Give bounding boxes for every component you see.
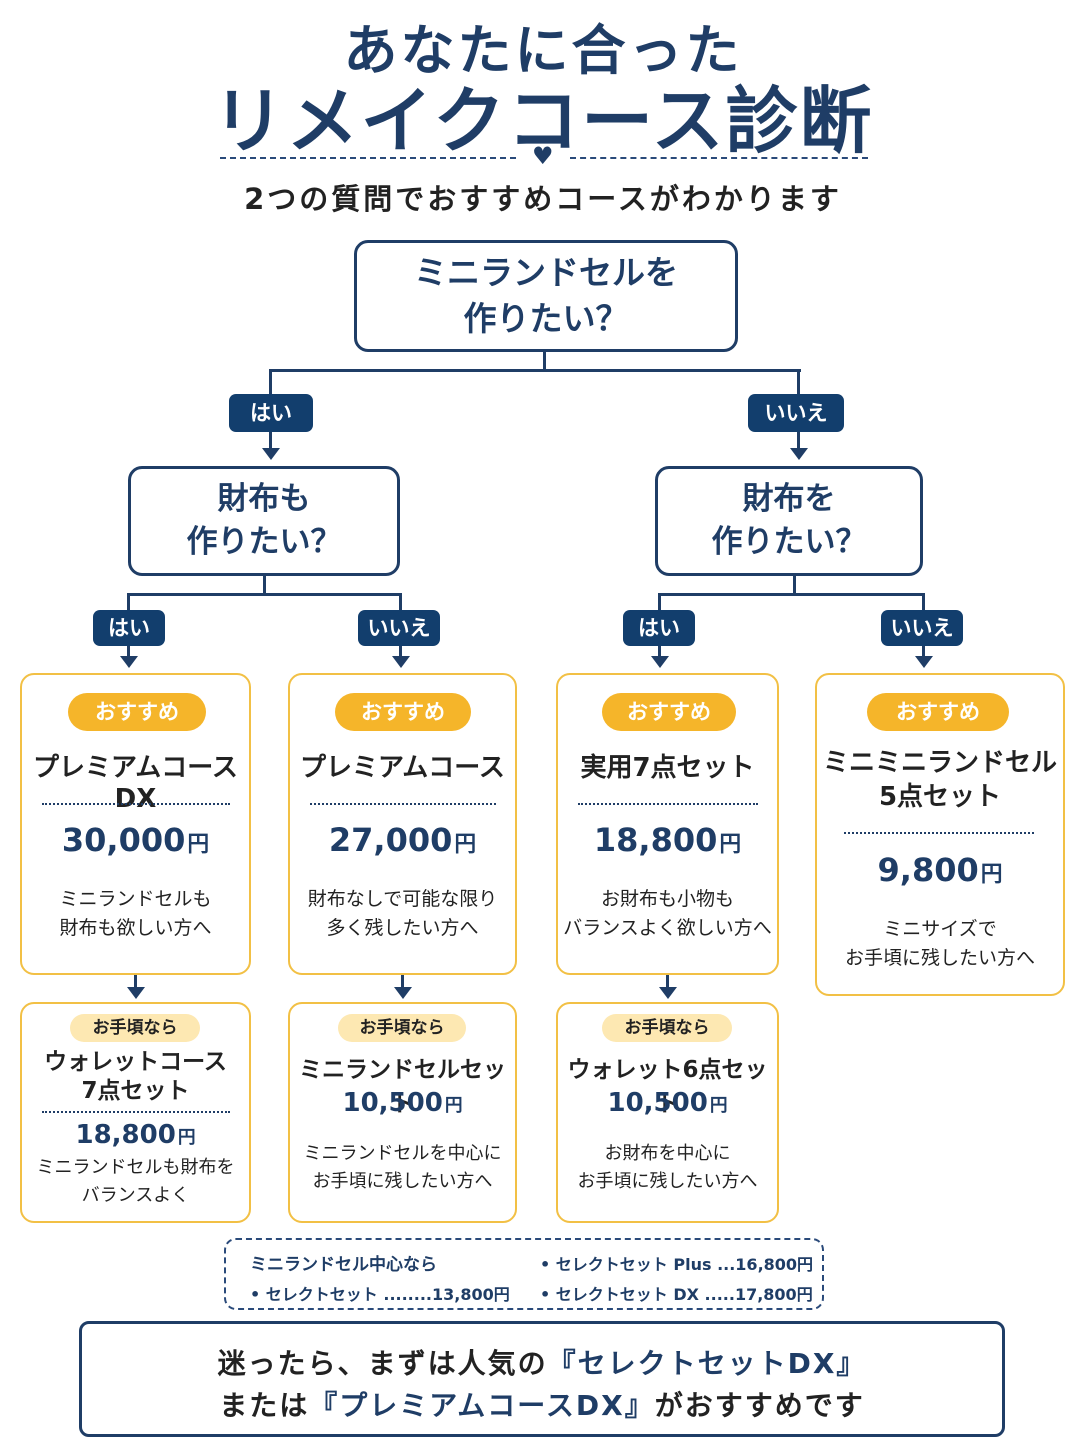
- course-name: ミニランドセルセット: [299, 1057, 506, 1117]
- course-name: 実用7点セット: [580, 753, 755, 783]
- question-2-left-line2: 作りたい？: [186, 524, 342, 560]
- connector: [128, 593, 402, 596]
- recommend-badge: おすすめ: [68, 693, 206, 731]
- course-description: ミニランドセルを中心にお手頃に残したい方へ: [303, 1143, 502, 1192]
- question-2-left-box: 財布も 作りたい？: [128, 466, 400, 576]
- connector: [793, 576, 796, 594]
- course-description: ミニサイズでお手頃に残したい方へ: [844, 918, 1035, 969]
- arrow-icon: [394, 987, 412, 999]
- connector: [666, 975, 669, 989]
- question-2-right-box: 財布を 作りたい？: [655, 466, 923, 576]
- mini-randoseru-info-box: ミニランドセル中心なら • セレクトセット ........13,800円 • …: [224, 1238, 824, 1310]
- no-label: いいえ: [881, 610, 963, 646]
- yes-label: はい: [229, 394, 313, 432]
- info-heading: ミニランドセル中心なら: [250, 1255, 437, 1275]
- course-description: ミニランドセルも財布も欲しい方へ: [59, 888, 212, 939]
- question-1-line1: ミニランドセルを: [414, 253, 678, 293]
- budget-badge: お手頃なら: [602, 1014, 732, 1042]
- course-price: 18,800円: [593, 821, 742, 859]
- question-2-right-line2: 作りたい？: [711, 524, 867, 560]
- arrow-icon: [120, 656, 138, 668]
- page-title: リメイクコース診断: [212, 79, 874, 163]
- yes-label: はい: [93, 610, 165, 646]
- recommended-card: おすすめ 実用7点セット 18,800円 お財布も小物もバランスよく欲しい方へ: [556, 673, 779, 975]
- course-name: プレミアムコースDX: [33, 753, 238, 814]
- course-description: お財布も小物もバランスよく欲しい方へ: [563, 888, 772, 939]
- arrow-icon: [127, 987, 145, 999]
- arrow-icon: [392, 656, 410, 668]
- title-line1: あなたに合った: [343, 19, 743, 82]
- course-description: お財布を中心にお手頃に残したい方へ: [577, 1143, 758, 1192]
- budget-badge: お手頃なら: [338, 1014, 466, 1042]
- course-price: 30,000円: [61, 821, 210, 859]
- title-divider-right: [570, 157, 868, 159]
- course-price: 9,800円: [877, 851, 1003, 889]
- connector: [659, 593, 925, 596]
- recommended-card: おすすめ プレミアムコースDX 30,000円 ミニランドセルも財布も欲しい方へ: [20, 673, 251, 975]
- no-label: いいえ: [358, 610, 440, 646]
- connector: [401, 975, 404, 989]
- arrow-icon: [915, 656, 933, 668]
- info-item: • セレクトセット ........13,800円: [250, 1285, 510, 1304]
- connector: [134, 975, 137, 989]
- title-divider-left: [220, 157, 516, 159]
- arrow-icon: [651, 656, 669, 668]
- yes-label: はい: [623, 610, 695, 646]
- question-2-right-line1: 財布を: [742, 481, 836, 518]
- divider: [42, 1111, 230, 1113]
- arrow-icon: [659, 987, 677, 999]
- connector: [263, 576, 266, 594]
- recommendation-banner: 迷ったら、まずは人気の『セレクトセットDX』 または『プレミアムコースDX』がお…: [79, 1321, 1005, 1437]
- heart-icon: ♥: [532, 142, 554, 170]
- budget-badge: お手頃なら: [70, 1014, 200, 1042]
- info-item: • セレクトセット DX .....17,800円: [540, 1285, 813, 1304]
- course-description: 財布なしで可能な限り多く残したい方へ: [307, 888, 498, 939]
- arrow-icon: [262, 448, 280, 460]
- divider: [42, 803, 230, 805]
- divider: [310, 803, 496, 805]
- no-label: いいえ: [748, 394, 844, 432]
- connector: [543, 352, 546, 370]
- arrow-icon: [790, 448, 808, 460]
- question-1-box: ミニランドセルを 作りたい？: [354, 240, 738, 352]
- question-1-line2: 作りたい？: [463, 299, 629, 338]
- banner-line2: または『プレミアムコースDX』がおすすめです: [219, 1389, 865, 1422]
- divider: [578, 803, 758, 805]
- subtitle: 2つの質問でおすすめコースがわかります: [244, 182, 842, 216]
- question-2-left-line1: 財布も: [217, 481, 311, 518]
- recommend-badge: おすすめ: [602, 693, 736, 731]
- recommended-card: おすすめ プレミアムコース 27,000円 財布なしで可能な限り多く残したい方へ: [288, 673, 517, 975]
- divider: [844, 832, 1034, 834]
- connector: [270, 369, 801, 372]
- recommend-badge: おすすめ: [335, 693, 471, 731]
- course-price: 27,000円: [328, 821, 477, 859]
- course-name: ウォレット6点セット: [567, 1057, 768, 1117]
- info-item: • セレクトセット Plus ...16,800円: [540, 1255, 814, 1274]
- course-description: ミニランドセルも財布をバランスよく: [36, 1157, 235, 1206]
- recommend-badge: おすすめ: [867, 693, 1009, 731]
- course-name: プレミアムコース: [300, 753, 505, 783]
- banner-line1: 迷ったら、まずは人気の『セレクトセットDX』: [217, 1347, 867, 1380]
